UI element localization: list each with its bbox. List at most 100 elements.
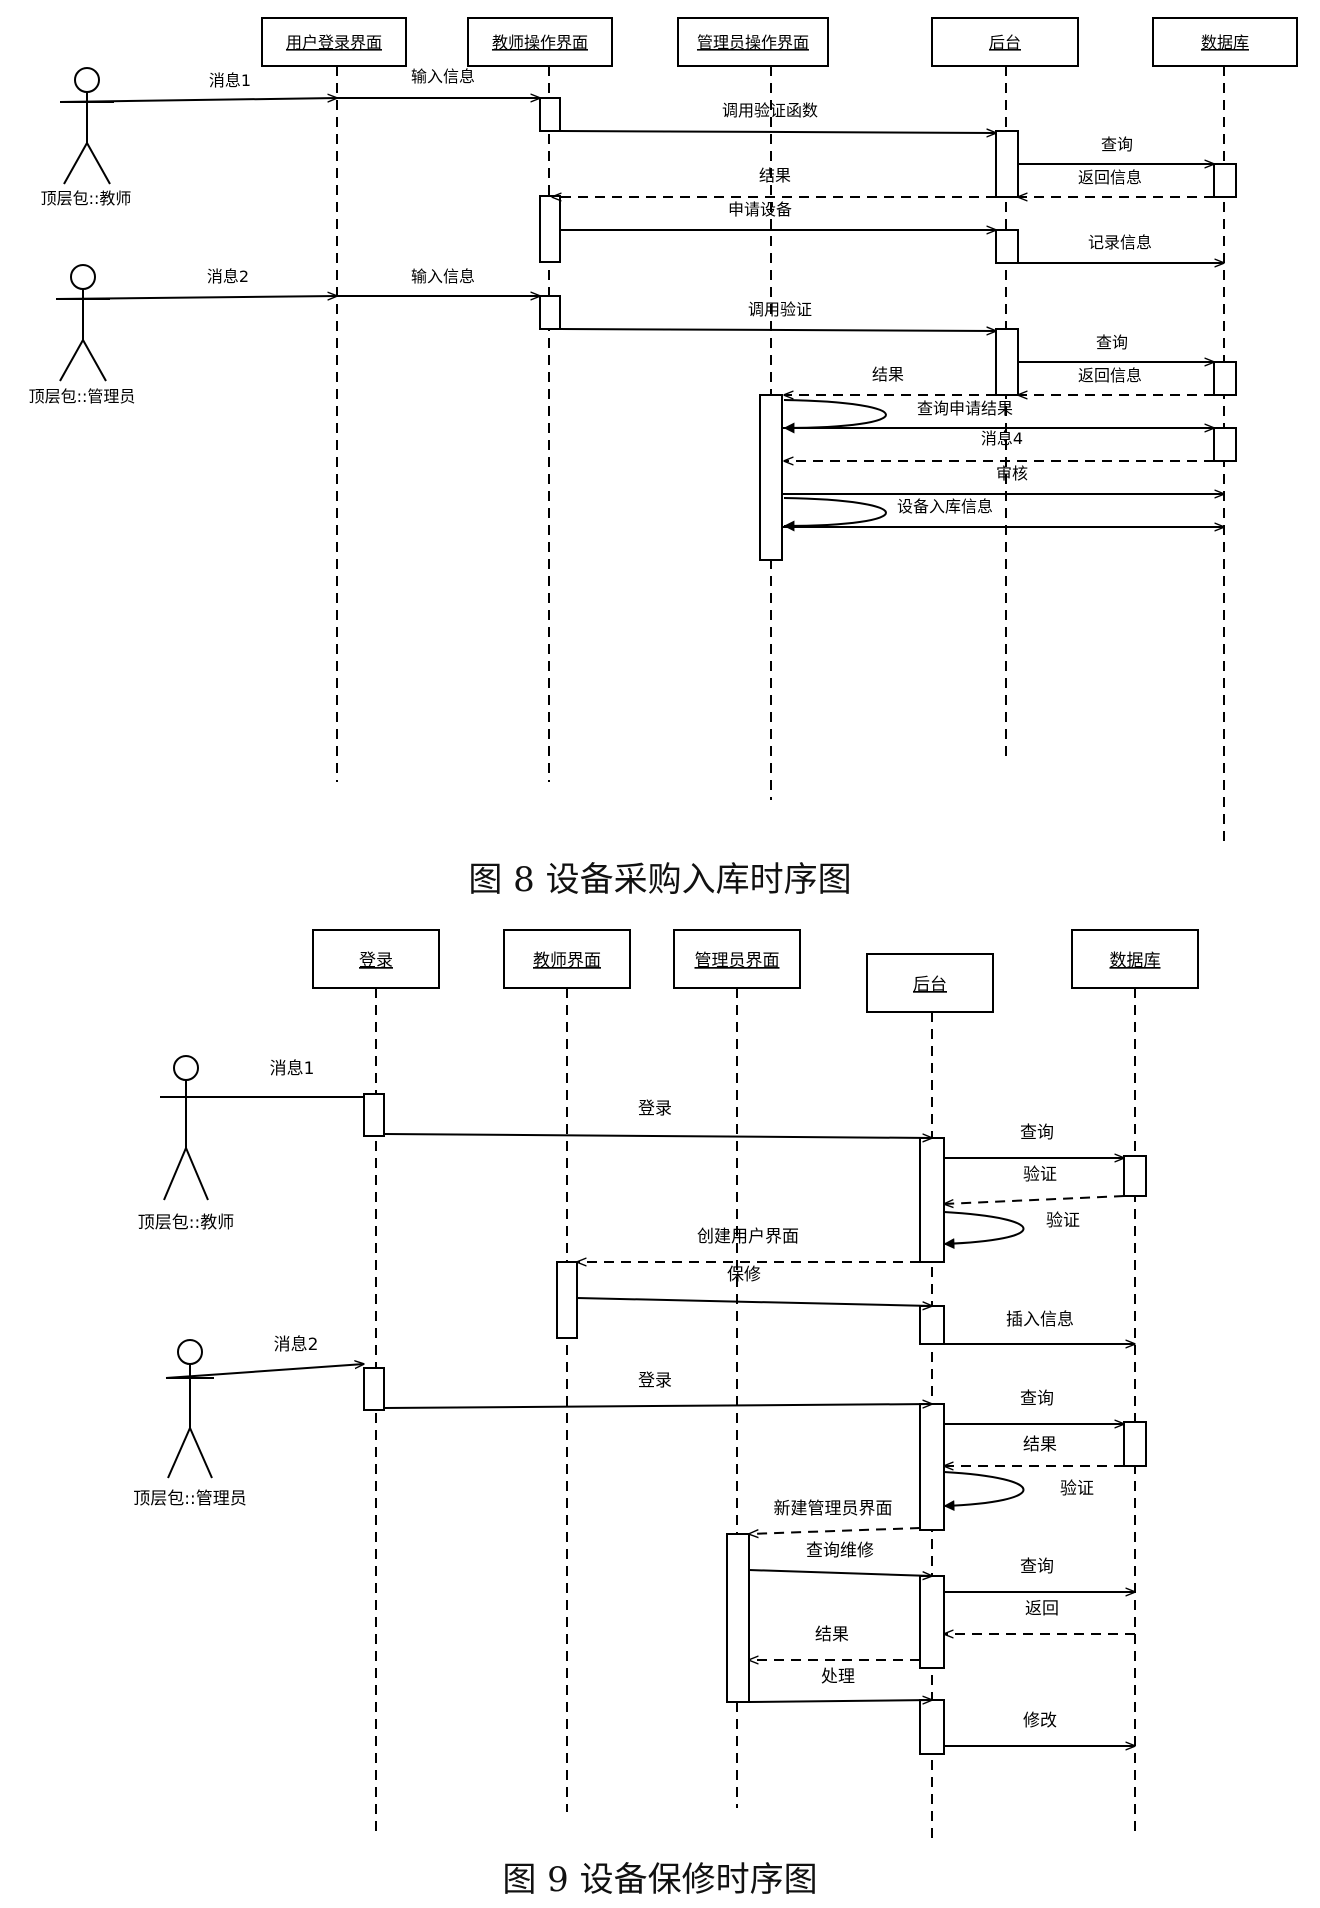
message9-label-11: 查询 xyxy=(1020,1389,1054,1409)
activation-backend-9-4 xyxy=(919,1575,945,1669)
lifeline-box-teacher-9: 教师界面 xyxy=(503,929,631,989)
activation-teacher-9-1 xyxy=(556,1261,578,1339)
lifeline-box-teacher: 教师操作界面 xyxy=(467,17,613,67)
message-label-15: 查询申请结果 xyxy=(917,399,1013,418)
lifeline-box-admin: 管理员操作界面 xyxy=(677,17,829,67)
activation-backend-3 xyxy=(995,328,1019,396)
message-label-13: 返回信息 xyxy=(1078,366,1142,385)
message9-arrow-14 xyxy=(749,1527,921,1534)
message-label-1: 消息1 xyxy=(209,71,251,90)
activation-backend-1 xyxy=(995,130,1019,198)
message9-label-3: 查询 xyxy=(1020,1123,1054,1143)
message9-arrow-2 xyxy=(383,1133,932,1138)
messages-9: 消息1 登录 查询 验证 验证 创建用户界面 保修 插入信息 消息2 登录 查询… xyxy=(160,1059,1135,1746)
message9-label-10: 登录 xyxy=(638,1371,672,1391)
activation-backend-9-3 xyxy=(919,1403,945,1531)
message9-label-15: 查询维修 xyxy=(806,1541,874,1561)
actor-teacher-9: 顶层包::教师 xyxy=(138,1055,234,1233)
message-arrow-9 xyxy=(55,296,337,299)
lifelines-9 xyxy=(375,988,1136,1838)
message9-arrow-19 xyxy=(748,1700,932,1702)
lifeline-box-backend-9: 后台 xyxy=(866,953,994,1013)
message9-label-4: 验证 xyxy=(1023,1165,1057,1185)
message9-label-7: 保修 xyxy=(727,1265,761,1285)
actor-admin: 顶层包::管理员 xyxy=(29,264,136,406)
message9-arrow-13 xyxy=(943,1471,1025,1512)
actor-label-admin-9: 顶层包::管理员 xyxy=(133,1489,246,1509)
message-label-8: 记录信息 xyxy=(1088,233,1152,252)
message9-label-1: 消息1 xyxy=(270,1059,315,1079)
activation-teacher-3 xyxy=(539,295,561,330)
message-label-18: 设备入库信息 xyxy=(897,497,993,516)
message-label-4: 查询 xyxy=(1101,135,1133,154)
message-label-12: 查询 xyxy=(1096,333,1128,352)
message-label-7: 申请设备 xyxy=(728,200,792,219)
lifeline-label-backend: 后台 xyxy=(989,33,1021,52)
message9-arrow-15 xyxy=(748,1569,932,1576)
activation-teacher-1 xyxy=(539,97,561,132)
activation-db-9-1 xyxy=(1123,1155,1147,1197)
lifeline-box-login-9: 登录 xyxy=(312,929,440,989)
messages: 消息1 输入信息 调用验证函数 查询 返回信息 结果 申请设备 记录信息 消息2… xyxy=(55,67,1224,532)
actor-teacher: 顶层包::教师 xyxy=(41,67,131,208)
message9-label-13: 验证 xyxy=(1060,1479,1094,1499)
lifeline-box-login: 用户登录界面 xyxy=(261,17,407,67)
message-label-3: 调用验证函数 xyxy=(722,101,818,120)
message-label-11: 调用验证 xyxy=(748,300,812,319)
activation-login-9-2 xyxy=(363,1367,385,1411)
message9-label-18: 结果 xyxy=(815,1625,849,1645)
activation-backend-2 xyxy=(995,229,1019,264)
message9-label-19: 处理 xyxy=(821,1667,855,1687)
message-arrow-1 xyxy=(59,98,337,103)
lifeline-label-login: 用户登录界面 xyxy=(286,33,382,52)
figure-8-caption: 图 8 设备采购入库时序图 xyxy=(468,860,852,900)
lifeline-label-teacher: 教师操作界面 xyxy=(492,33,588,52)
message9-arrow-9 xyxy=(165,1364,364,1379)
actor-label-teacher-9: 顶层包::教师 xyxy=(138,1213,234,1233)
figure-9: 登录 教师界面 管理员界面 后台 数据库 xyxy=(133,929,1199,1838)
message9-arrow-4 xyxy=(944,1195,1125,1204)
activation-db-9-2 xyxy=(1123,1421,1147,1467)
actor-label-admin: 顶层包::管理员 xyxy=(29,387,136,406)
activations-9 xyxy=(363,1093,1147,1755)
activations xyxy=(539,97,1237,561)
message9-label-6: 创建用户界面 xyxy=(697,1227,799,1247)
message-arrow-11 xyxy=(559,329,996,331)
activation-db-3 xyxy=(1213,427,1237,462)
activation-backend-9-1 xyxy=(919,1137,945,1263)
message9-label-14: 新建管理员界面 xyxy=(774,1499,893,1519)
lifeline-label-admin-9: 管理员界面 xyxy=(695,951,780,971)
lifeline-label-login-9: 登录 xyxy=(359,951,393,971)
lifeline-box-admin-9: 管理员界面 xyxy=(673,929,801,989)
actor-admin-9: 顶层包::管理员 xyxy=(133,1339,247,1509)
message-label-2: 输入信息 xyxy=(411,67,475,86)
message9-arrow-10 xyxy=(383,1404,932,1409)
message9-label-20: 修改 xyxy=(1023,1711,1057,1731)
figure-9-caption: 图 9 设备保修时序图 xyxy=(502,1860,818,1900)
message9-label-5: 验证 xyxy=(1046,1211,1080,1231)
message9-label-9: 消息2 xyxy=(274,1335,319,1355)
activation-teacher-2 xyxy=(539,195,561,263)
activation-db-2 xyxy=(1213,361,1237,396)
message9-arrow-7 xyxy=(576,1297,932,1306)
lifeline-box-db: 数据库 xyxy=(1152,17,1298,67)
message-arrow-3 xyxy=(559,131,996,133)
activation-db-1 xyxy=(1213,163,1237,198)
message-arrow-15 xyxy=(783,399,887,434)
lifeline-label-admin: 管理员操作界面 xyxy=(697,33,809,52)
activation-admin-1 xyxy=(759,394,783,561)
activation-backend-9-2 xyxy=(919,1305,945,1345)
message-label-17: 审核 xyxy=(996,464,1028,483)
lifeline-label-db: 数据库 xyxy=(1201,33,1249,52)
message9-label-12: 结果 xyxy=(1023,1435,1057,1455)
message9-label-17: 返回 xyxy=(1025,1599,1059,1619)
message-arrow-18 xyxy=(783,497,887,532)
message-label-5: 返回信息 xyxy=(1078,168,1142,187)
lifeline-label-db-9: 数据库 xyxy=(1110,951,1161,971)
message-label-14: 结果 xyxy=(872,365,904,384)
message9-label-2: 登录 xyxy=(638,1099,672,1119)
lifeline-box-db-9: 数据库 xyxy=(1071,929,1199,989)
message-label-10: 输入信息 xyxy=(411,267,475,286)
